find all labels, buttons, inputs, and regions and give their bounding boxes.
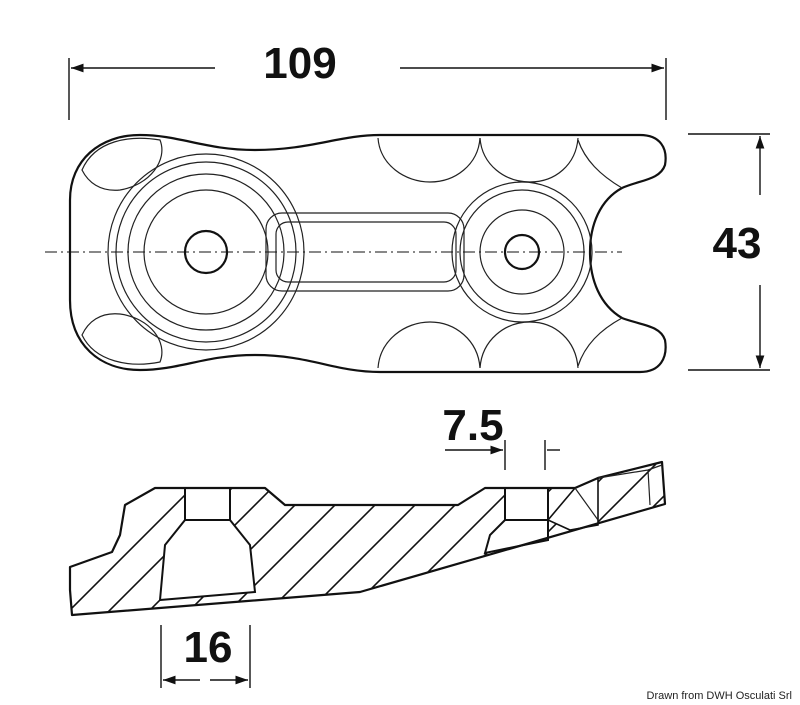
dimension-label-height: 43 — [713, 219, 762, 268]
credit-text: Drawn from DWH Osculati Srl — [647, 690, 792, 702]
top-view — [45, 133, 667, 374]
dimension-overall-length: 109 — [68, 39, 667, 120]
dimension-foot-width: 16 — [160, 623, 251, 688]
top-view-outline — [68, 133, 667, 374]
right-counterbore — [504, 487, 549, 521]
section-outline — [68, 460, 667, 617]
section-view — [68, 460, 667, 617]
right-bore — [483, 519, 549, 555]
dimension-label-slot: 7.5 — [442, 401, 503, 450]
right-slot — [546, 476, 599, 531]
dimension-label-length: 109 — [263, 39, 336, 88]
left-bore — [158, 519, 257, 602]
section-hatching — [70, 462, 665, 615]
dimension-slot-depth: 7.5 — [442, 401, 560, 470]
dimension-height: 43 — [688, 133, 770, 371]
dimension-label-foot: 16 — [184, 623, 233, 672]
left-counterbore — [184, 487, 231, 521]
